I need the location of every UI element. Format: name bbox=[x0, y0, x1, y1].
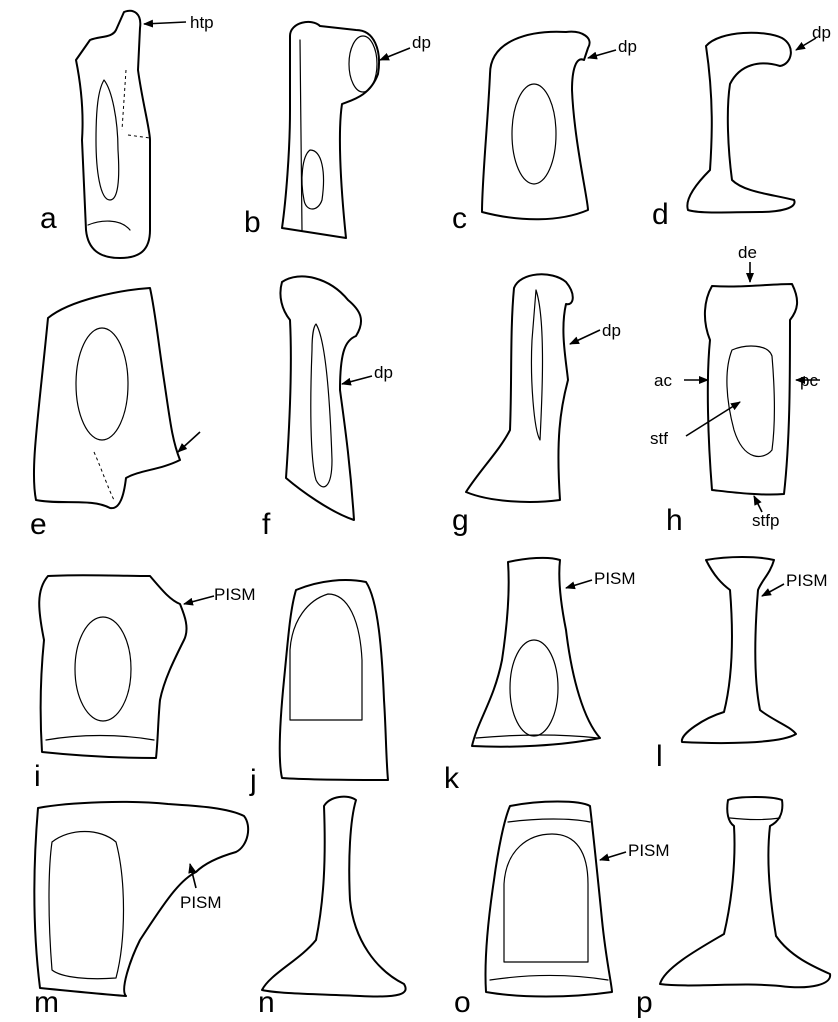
specimen-j bbox=[280, 580, 388, 780]
panel-label-g: g bbox=[452, 504, 469, 537]
label-dp-d: dp bbox=[812, 23, 831, 42]
panel-label-l: l bbox=[656, 740, 663, 773]
panel-label-j: j bbox=[249, 764, 257, 797]
panel-label-d: d bbox=[652, 198, 669, 231]
panel-label-k: k bbox=[444, 762, 460, 795]
panel-label-b: b bbox=[244, 206, 261, 239]
specimen-i bbox=[39, 575, 186, 758]
panel-label-a: a bbox=[40, 202, 57, 235]
label-ac: ac bbox=[654, 371, 672, 390]
panel-label-p: p bbox=[636, 986, 653, 1019]
label-pism-k: PISM bbox=[594, 569, 636, 588]
specimen-k bbox=[472, 558, 600, 747]
specimen-e bbox=[34, 288, 180, 508]
label-dp-g: dp bbox=[602, 321, 621, 340]
panel-label-m: m bbox=[34, 986, 59, 1019]
panel-label-i: i bbox=[34, 760, 41, 793]
panel-label-o: o bbox=[454, 986, 471, 1019]
specimen-b bbox=[282, 22, 379, 238]
label-htp: htp bbox=[190, 13, 214, 32]
panel-label-n: n bbox=[258, 986, 275, 1019]
specimen-o bbox=[485, 802, 612, 997]
specimen-c bbox=[482, 32, 590, 220]
label-pism-l: PISM bbox=[786, 571, 828, 590]
specimen-p bbox=[660, 797, 830, 987]
label-stf: stf bbox=[650, 429, 668, 448]
specimen-g bbox=[466, 274, 573, 502]
label-stfp: stfp bbox=[752, 511, 779, 530]
label-pc: pc bbox=[800, 371, 818, 390]
specimen-h bbox=[705, 284, 797, 495]
label-de: de bbox=[738, 243, 757, 262]
label-dp-f: dp bbox=[374, 363, 393, 382]
panel-label-h: h bbox=[666, 504, 683, 537]
label-pism-o: PISM bbox=[628, 841, 670, 860]
panel-label-e: e bbox=[30, 508, 47, 541]
specimen-n bbox=[262, 797, 406, 997]
panel-label-f: f bbox=[262, 508, 271, 541]
label-dp-c: dp bbox=[618, 37, 637, 56]
label-dp-b: dp bbox=[412, 33, 431, 52]
specimen-f bbox=[280, 276, 361, 520]
label-pism-m: PISM bbox=[180, 893, 222, 912]
specimen-l bbox=[682, 557, 796, 743]
panel-label-c: c bbox=[452, 202, 467, 235]
label-pism-i: PISM bbox=[214, 585, 256, 604]
specimen-d bbox=[687, 33, 794, 213]
specimen-a bbox=[76, 11, 150, 258]
